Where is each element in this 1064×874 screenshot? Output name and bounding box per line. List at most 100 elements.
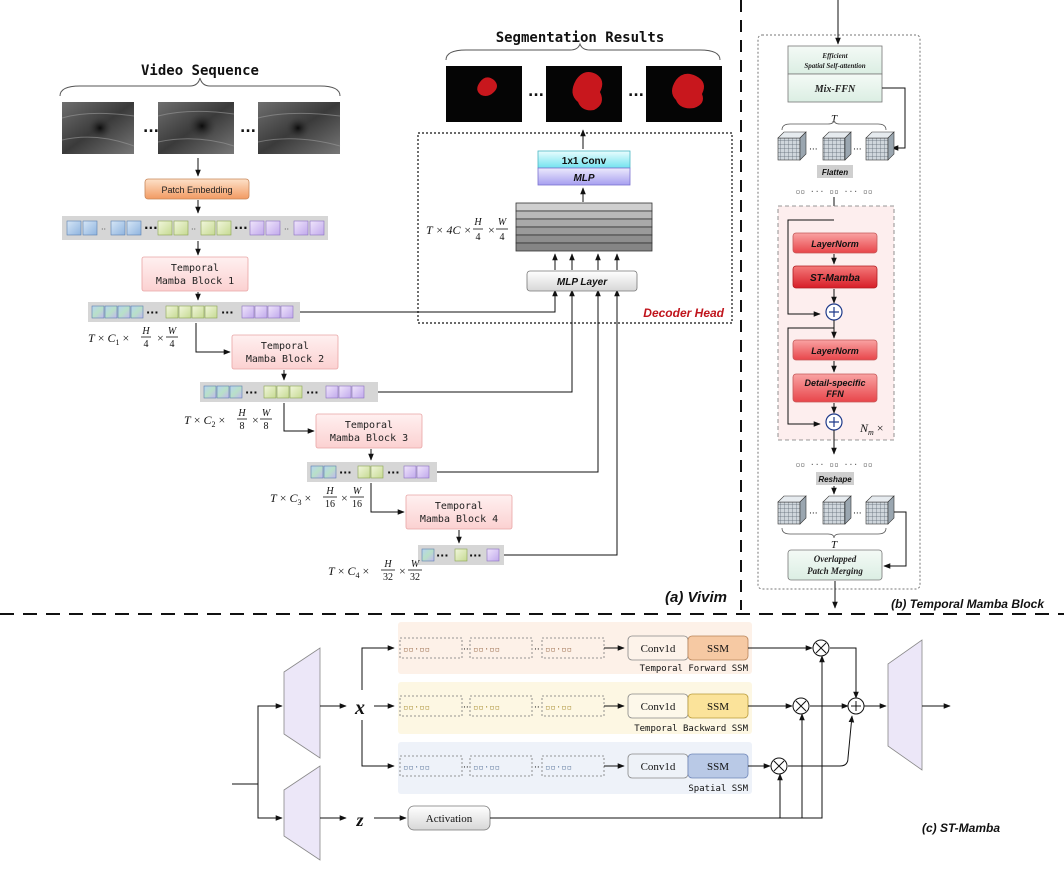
multiply-gate-forward (812, 639, 830, 657)
svg-text:▫▫·▫▫: ▫▫·▫▫ (545, 703, 572, 713)
svg-text:32: 32 (383, 572, 393, 583)
svg-text:H: H (325, 486, 334, 497)
st-mamba-label: ST-Mamba (810, 273, 860, 284)
detail-ffn-line2: FFN (826, 389, 844, 399)
activation-label: Activation (426, 813, 473, 825)
dim-label-stage-4: T × C4 × H 32 × W 32 (328, 559, 422, 583)
svg-text:H: H (237, 408, 246, 419)
conv1d-label-0: Conv1d (641, 643, 676, 655)
svg-text:4: 4 (500, 232, 505, 243)
svg-text:×: × (399, 564, 406, 578)
svg-text:··: ·· (191, 225, 196, 234)
mixffn-box (787, 73, 883, 103)
flatten-box (817, 165, 853, 178)
svg-text:T × C4 ×: T × C4 × (328, 564, 369, 580)
mlp-layer-box (526, 270, 638, 292)
multiply-gate-backward (792, 697, 810, 715)
multiply-gate-spatial (770, 757, 788, 775)
panel-st-mamba: x z ▫▫·▫▫ ▫▫·▫▫ ▫▫·▫▫ ·· ·· Conv1d (232, 622, 1000, 861)
tmb-caption: (b) Temporal Mamba Block (891, 597, 1045, 611)
video-sequence-title: Video Sequence (141, 63, 259, 79)
patch-merging-box (787, 549, 883, 581)
lane-label-0: Temporal Forward SSM (640, 664, 749, 674)
svg-text:···: ··· (469, 549, 482, 562)
svg-text:···: ··· (245, 386, 258, 399)
svg-text:···: ··· (339, 466, 352, 479)
svg-text:··: ·· (101, 225, 106, 234)
svg-text:▫▫·▫▫: ▫▫·▫▫ (403, 763, 430, 773)
svg-text:W: W (498, 217, 508, 228)
lane-temporal-forward-ssm: ▫▫·▫▫ ▫▫·▫▫ ▫▫·▫▫ ·· ·· Conv1d SSM Tempo… (398, 622, 752, 674)
layernorm-label-2: LayerNorm (811, 346, 859, 356)
panel-dividers (0, 0, 1064, 615)
frames-ellipsis-1: ... (143, 120, 159, 136)
svg-text:Nm ×: Nm × (859, 421, 884, 437)
block-4-line2: Mamba Block 4 (420, 514, 498, 525)
dim-label-stage-2: T × C2 × H 8 × W 8 (184, 408, 272, 432)
panel-vivim: Video Sequence ... ... Patch Embed (59, 30, 733, 606)
svg-text:H: H (383, 559, 392, 570)
conv1d-label-1: Conv1d (641, 701, 676, 713)
svg-text:···: ··· (387, 466, 400, 479)
mlp-label: MLP (573, 173, 594, 184)
st-mamba-box (792, 265, 878, 289)
feature-cubes-bottom: ··· ··· (777, 495, 895, 525)
patch-embedding-box (144, 178, 250, 200)
segmentation-title: Segmentation Results (496, 30, 665, 46)
svg-text:H: H (141, 326, 150, 337)
layernorm-label-1: LayerNorm (811, 239, 859, 249)
reshape-box (816, 472, 854, 485)
esa-line1: Efficient (821, 52, 848, 60)
svg-text:W: W (168, 326, 178, 337)
tmb-t-top: T (831, 113, 838, 125)
svg-text:8: 8 (264, 421, 269, 432)
svg-text:···: ··· (306, 386, 319, 399)
video-frame-2 (157, 102, 235, 154)
temporal-mamba-block-3 (315, 413, 423, 449)
svg-text:▫▫·▫▫: ▫▫·▫▫ (473, 645, 500, 655)
tmb-t-bottom: T (831, 539, 838, 551)
svg-text:16: 16 (352, 499, 362, 510)
masks-ellipsis-1: ... (528, 84, 544, 100)
z-label: z (355, 810, 363, 830)
mask-frame-2 (546, 66, 622, 122)
input-projection-z (283, 765, 321, 861)
block-1-line1: Temporal (171, 263, 219, 274)
temporal-mamba-block-4 (405, 494, 513, 530)
layernorm-box-1 (792, 232, 878, 254)
tmb-outer-box (757, 34, 921, 590)
conv1d-label-2: Conv1d (641, 761, 676, 773)
input-projection-x (283, 647, 321, 759)
svg-text:T × C2 ×: T × C2 × (184, 413, 225, 429)
video-sequence-brace (59, 77, 341, 97)
token-row-embedding: ·· ··· ·· ··· ·· (62, 216, 328, 240)
token-row-stage-1: ··· ··· (88, 302, 300, 322)
lane-label-1: Temporal Backward SSM (634, 724, 748, 734)
svg-text:T × C3 ×: T × C3 × (270, 491, 311, 507)
block-4-line1: Temporal (435, 501, 483, 512)
patch-embedding-label: Patch Embedding (161, 185, 232, 195)
svg-text:··: ·· (534, 645, 540, 655)
svg-text:×: × (252, 413, 259, 427)
svg-text:H: H (473, 217, 482, 228)
svg-text:T × C1 ×: T × C1 × (88, 331, 129, 347)
decoder-head-region (417, 132, 733, 324)
svg-text:···: ··· (144, 221, 158, 235)
video-frame-3 (257, 102, 341, 154)
temporal-mamba-block-2 (231, 334, 339, 370)
flat-tokens-top: ▫▫ ··· ▫▫ ··· ▫▫ (795, 187, 872, 196)
svg-text:···: ··· (146, 306, 159, 319)
sum-node (847, 697, 865, 715)
svg-text:···: ··· (221, 306, 234, 319)
svg-text:··: ·· (463, 703, 469, 713)
esa-box (787, 45, 883, 75)
svg-text:×: × (341, 491, 348, 505)
token-row-stage-3: ··· ··· (307, 462, 437, 482)
decoder-head-label: Decoder Head (643, 306, 724, 320)
output-projection (887, 639, 923, 771)
frames-ellipsis-2: ... (240, 120, 256, 136)
svg-text:4: 4 (170, 339, 175, 350)
temporal-mamba-block-1 (141, 256, 249, 292)
dim-label-stage-3: T × C3 × H 16 × W 16 (270, 486, 364, 510)
